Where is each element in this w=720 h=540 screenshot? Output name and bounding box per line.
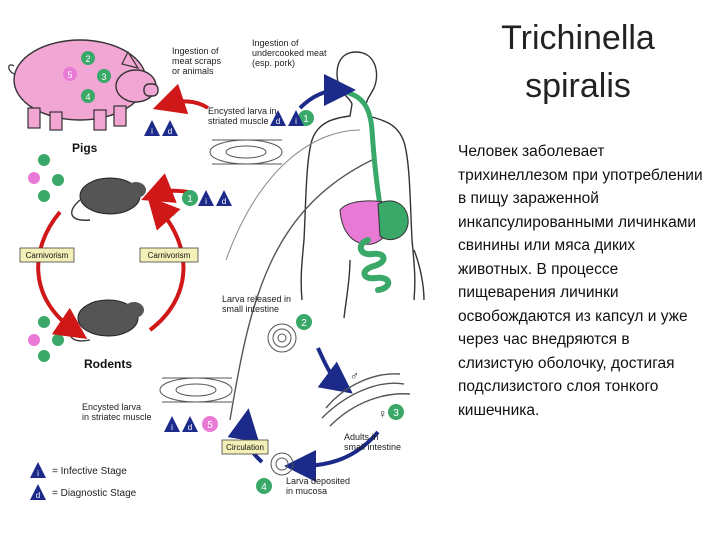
coiled-larva xyxy=(267,323,297,353)
slide-description: Человек заболевает трихинеллезом при упо… xyxy=(458,143,703,419)
male-symbol: ♂ xyxy=(350,369,359,383)
blue-arrow-ingestion xyxy=(298,74,356,110)
female-symbol: ♀ xyxy=(378,407,387,421)
badges-bottom: i d xyxy=(164,416,198,432)
legend-diagnostic: d = Diagnostic Stage xyxy=(30,484,137,500)
pig-illustration xyxy=(8,39,159,131)
svg-text:4: 4 xyxy=(261,482,267,493)
pig-step-3: 3 xyxy=(101,72,106,82)
cycle-curve xyxy=(229,159,373,421)
stomach xyxy=(377,200,409,240)
pigs-label: Pigs xyxy=(72,141,98,155)
legend-infective-label: = Infective Stage xyxy=(52,466,127,477)
red-arrow-left-down xyxy=(36,210,88,340)
larva-in-mucosa xyxy=(270,452,294,476)
red-arrow-pig-return xyxy=(152,83,210,115)
svg-text:d: d xyxy=(36,491,40,500)
blue-arrow-to-adults xyxy=(316,347,353,394)
carnivorism-box-right xyxy=(139,247,199,263)
pig-mini-cycle: 2 5 3 4 xyxy=(63,51,111,103)
pig-step-5: 5 xyxy=(67,70,72,80)
slide-title: Trichinella spiralis xyxy=(501,19,655,105)
step-1-rat: 1 xyxy=(182,190,198,206)
pig-step-4: 4 xyxy=(85,92,90,102)
red-arrow-muscle-to-rat xyxy=(141,173,189,203)
circulation-label: Circulation xyxy=(226,443,264,452)
badges-top: i d xyxy=(270,110,304,126)
small-intestine xyxy=(357,237,392,293)
legend-diagnostic-label: = Diagnostic Stage xyxy=(52,488,137,499)
pig-step-2: 2 xyxy=(85,54,90,64)
svg-text:d: d xyxy=(222,197,226,206)
svg-text:3: 3 xyxy=(393,408,399,419)
svg-text:1: 1 xyxy=(303,114,309,125)
badges-rat: i d xyxy=(198,190,232,206)
red-arrow-right-up xyxy=(147,196,186,332)
step-5: 5 xyxy=(202,416,218,432)
carnivorism-label-right: Carnivorism xyxy=(148,251,191,260)
legend-infective: i = Infective Stage xyxy=(30,462,127,478)
esophagus xyxy=(345,89,383,206)
adult-worms xyxy=(321,373,411,427)
svg-text:d: d xyxy=(276,117,280,126)
badges-pig: i d xyxy=(144,120,178,136)
svg-text:5: 5 xyxy=(207,420,213,431)
svg-text:d: d xyxy=(168,127,172,136)
svg-text:1: 1 xyxy=(187,194,193,205)
rat-top-mini-cycle xyxy=(28,154,64,202)
circulation-box xyxy=(221,439,269,455)
rat-top xyxy=(71,177,146,221)
svg-text:i: i xyxy=(205,197,207,206)
rat-bottom-mini-cycle xyxy=(28,316,64,362)
blue-arrow-deposited xyxy=(284,430,380,482)
svg-text:i: i xyxy=(171,423,173,432)
step-2: 2 xyxy=(296,314,312,330)
svg-text:i: i xyxy=(37,469,39,478)
mucosa-line xyxy=(225,129,361,261)
svg-text:d: d xyxy=(188,423,192,432)
striated-muscle-top xyxy=(209,139,283,165)
step-4: 4 xyxy=(256,478,272,494)
rodents-label: Rodents xyxy=(84,357,132,371)
human-figure xyxy=(300,51,425,319)
rat-bottom xyxy=(69,299,144,342)
svg-text:i: i xyxy=(295,117,297,126)
step-3: 3 xyxy=(388,404,404,420)
svg-text:2: 2 xyxy=(301,318,307,329)
carnivorism-box-left xyxy=(19,247,75,263)
striated-muscle-bottom xyxy=(159,377,233,403)
svg-text:i: i xyxy=(151,127,153,136)
carnivorism-label-left: Carnivorism xyxy=(26,251,69,260)
